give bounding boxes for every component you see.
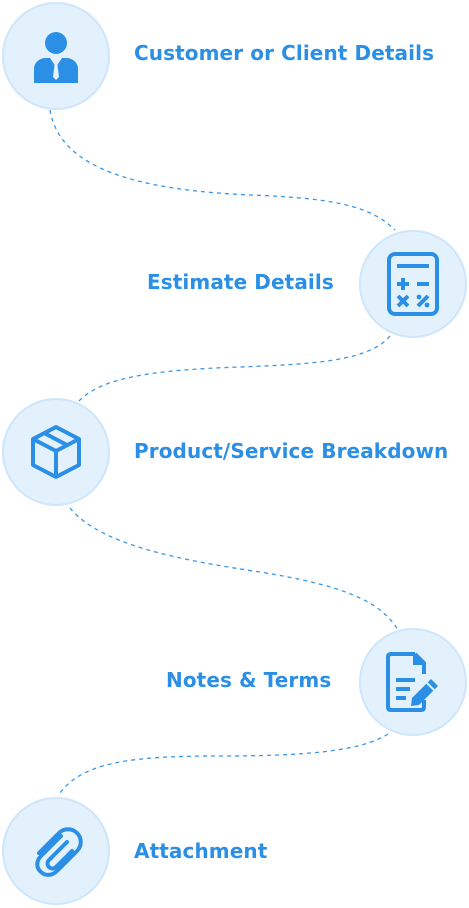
step-5-label: Attachment (134, 839, 268, 863)
step-1-label: Customer or Client Details (134, 41, 435, 65)
step-1-circle (2, 2, 110, 110)
user-icon (32, 29, 80, 83)
step-3-circle (2, 398, 110, 506)
step-5-circle (2, 797, 110, 905)
calculator-icon (387, 252, 439, 316)
step-4-label: Notes & Terms (166, 668, 332, 692)
step-2-label: Estimate Details (147, 270, 334, 294)
step-4-circle (359, 628, 467, 736)
step-2-circle (359, 230, 467, 338)
box-icon (30, 424, 82, 480)
paperclip-icon (27, 822, 85, 880)
document-edit-icon (385, 652, 441, 712)
step-3-label: Product/Service Breakdown (134, 439, 449, 463)
